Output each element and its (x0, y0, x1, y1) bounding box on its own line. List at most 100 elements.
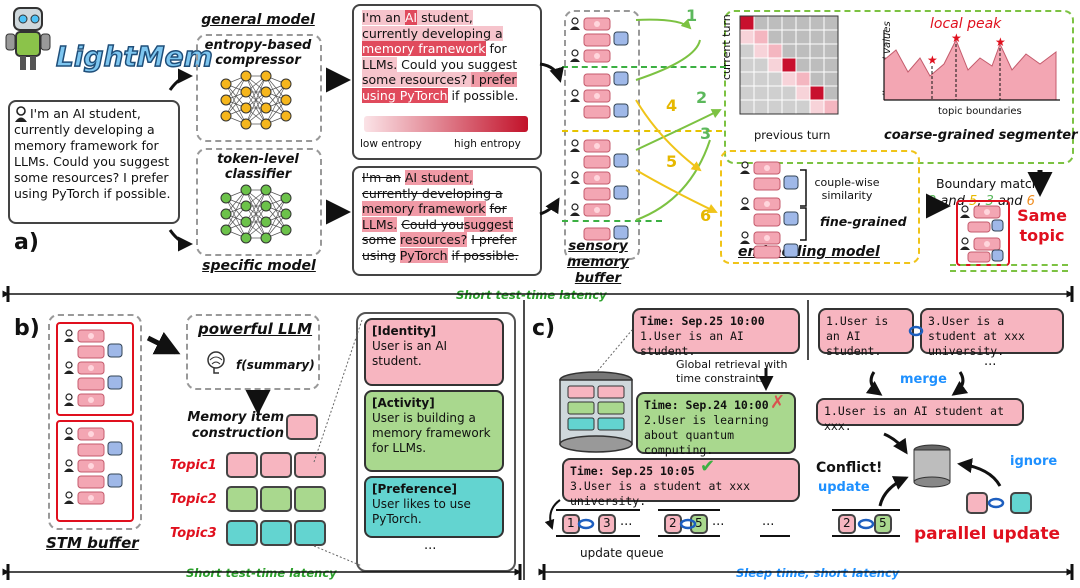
topic1-cell-3 (294, 452, 326, 478)
classifier-label: token-level classifier (217, 152, 299, 182)
heatmap-cell (739, 57, 755, 73)
buffer-row-6-user-icon (571, 139, 579, 147)
embed-row-5-robot-icon (783, 243, 799, 258)
compressor-network-icon-node (240, 70, 252, 82)
chain-link-icon (908, 325, 924, 337)
stm2-row-2-chip-glow (88, 463, 94, 469)
merge-dots: ... (984, 354, 997, 369)
ignore-label: ignore (1010, 454, 1058, 469)
buffer-row-4-chip-glow (594, 93, 600, 99)
memory-item-square (286, 414, 318, 440)
panel-b-label: b) (14, 316, 40, 341)
compressor-network-icon-edge (245, 91, 267, 125)
arrow-query-to-specific (168, 229, 193, 252)
heatmap-cell (753, 15, 769, 31)
green-arrow-3 (635, 109, 722, 151)
heatmap-cell (753, 99, 769, 115)
t1-time: Time: Sep.25 10:00 (640, 314, 765, 328)
classifier-network-icon-edge (245, 189, 267, 239)
merge-arrow-left (865, 371, 883, 396)
turn-number-6: 6 (700, 206, 712, 225)
topic3-cell-2 (260, 520, 292, 546)
compressor-network-icon-node (220, 94, 232, 106)
preference-head: [Preference] (372, 482, 458, 496)
conflict-item-5 (874, 514, 892, 534)
check-icon: ✔ (700, 456, 716, 477)
t3-card: Time: Sep.25 10:05 3.User is a student a… (562, 458, 800, 508)
same-topic-label: Same topic (1017, 206, 1067, 245)
buffer-row-2-user-body (570, 58, 580, 62)
classifier-network-icon-node (260, 216, 272, 228)
buffer-row-3-chip (583, 73, 611, 87)
sensory-buffer-yellow-dash (562, 130, 722, 132)
preference-text: User likes to use PyTorch. (372, 497, 471, 526)
stm2-row-3-chip (77, 475, 105, 489)
cross-icon: ✗ (770, 392, 786, 413)
buffer-row-8-user-icon (571, 171, 579, 179)
heatmap-cell (767, 15, 783, 31)
database-cell (567, 385, 595, 399)
bm-6: 6 (1026, 194, 1035, 209)
topic2-label: Topic2 (170, 492, 217, 507)
local-peak-label: local peak (930, 16, 1002, 32)
stm1-row-3-chip (77, 377, 105, 391)
heatmap-cell (753, 29, 769, 45)
stm1-row-2-chip-glow (88, 365, 94, 371)
buffer-row-6-user-body (570, 148, 580, 152)
queue-item-5-label: 5 (695, 516, 703, 530)
classifier-network-icon-node (240, 200, 252, 212)
user-query-box (8, 100, 180, 224)
buffer-row-6-chip-glow (594, 143, 600, 149)
topic2-cell-2 (260, 486, 292, 512)
classifier-network-icon-node (220, 192, 232, 204)
heatmap-cell (767, 99, 783, 115)
merge-item-1: 1.User is an AI student. (818, 308, 914, 358)
stm1-row-0-chip-glow (88, 333, 94, 339)
compressor-network-icon-edge (265, 83, 287, 125)
database-bottom-icon (559, 435, 633, 453)
merged-item: 1.User is an AI student at xxx. (816, 398, 1024, 433)
sensory-buffer-green-dash-2 (562, 220, 662, 222)
heatmap-cell (753, 43, 769, 59)
stm1-row-1-robot-icon (107, 343, 123, 358)
parallel-pink-square (966, 492, 988, 514)
topic-row-2-user-icon (961, 237, 969, 245)
green-arrow-1 (635, 18, 692, 30)
sensory-buffer-title: sensory memory buffer (566, 238, 630, 286)
embedding-box (720, 150, 920, 264)
classifier-network-icon-edge (225, 189, 247, 231)
merge-item-3-text: 3.User is a student at xxx university. (928, 314, 1025, 358)
local-peak-star: ★ (951, 31, 962, 45)
chain-link-icon (857, 518, 875, 530)
embed-row-2-chip-glow (764, 201, 770, 207)
t1-card: Time: Sep.25 10:00 1.User is an AI stude… (632, 308, 800, 358)
bracket-1 (800, 169, 807, 207)
heatmap-cell (809, 43, 825, 59)
queue-dots-1: ... (620, 514, 633, 529)
arrow-stm-to-llm (146, 331, 181, 355)
similarity-label: couple-wise similarity (814, 176, 880, 202)
arrow-text-to-buffer-2 (539, 197, 560, 216)
heatmap-cell (781, 99, 797, 115)
embed-row-4-user-icon (741, 231, 749, 239)
classifier-network-icon-node (240, 232, 252, 244)
heatmap-cell (739, 71, 755, 87)
buffer-row-4-user-body (570, 98, 580, 102)
connector-bottom (313, 545, 363, 567)
heatmap-cell (795, 71, 811, 87)
topic-row-0-user-body (960, 214, 970, 218)
heatmap-cell (823, 15, 839, 31)
heatmap-cell (781, 71, 797, 87)
heatmap-cell (781, 43, 797, 59)
topic2-cell-1 (226, 486, 258, 512)
entropy-low-label: low entropy (360, 138, 422, 150)
stm2-row-0-user-icon (65, 427, 73, 435)
entropy-text: I'm an AI student, currently developing … (362, 10, 519, 103)
small-db-bottom-icon (913, 476, 951, 488)
heatmap-cell (753, 71, 769, 87)
embed-row-2-user-body (740, 206, 750, 210)
conflict-arrow (878, 476, 909, 507)
topic-row-0-chip-glow (984, 209, 990, 215)
heatmap-cell (767, 43, 783, 59)
